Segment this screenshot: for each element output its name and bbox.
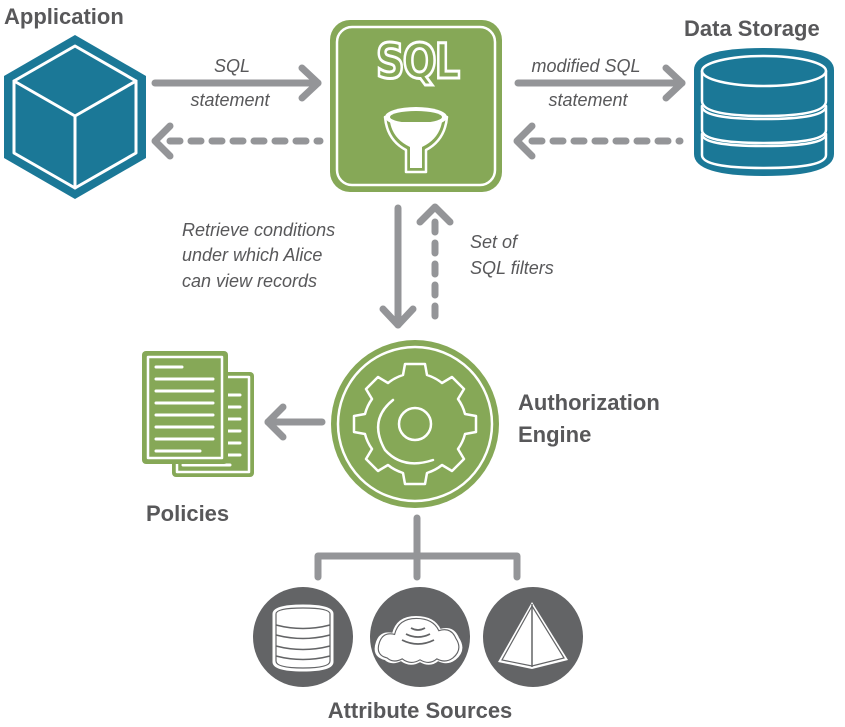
database-icon xyxy=(694,48,834,176)
edge-label-retrieve-1: Retrieve conditions xyxy=(182,220,335,240)
authorization-engine-title-1: Authorization xyxy=(518,390,660,415)
arrow-sql-filters xyxy=(416,203,454,329)
sql-icon-text: SQL xyxy=(376,35,459,90)
authorization-engine-title-2: Engine xyxy=(518,422,591,447)
arrow-sql-statement xyxy=(151,64,322,102)
edge-label-filters-2: SQL filters xyxy=(470,258,554,278)
arrow-result-back-to-app xyxy=(151,122,324,160)
edge-label-modified-sql: modified SQL xyxy=(531,56,640,76)
edge-label-filters-1: Set of xyxy=(470,232,519,252)
cube-icon xyxy=(4,35,146,199)
application-title: Application xyxy=(4,4,124,29)
policies-title: Policies xyxy=(146,501,229,526)
arrow-result-back-to-sql xyxy=(513,122,684,160)
arrow-to-policies xyxy=(264,403,326,441)
cloud-icon xyxy=(370,587,470,687)
edge-label-sql: SQL xyxy=(214,56,250,76)
edge-label-statement: statement xyxy=(190,90,270,110)
database-icon xyxy=(253,587,353,687)
arrow-modified-sql xyxy=(514,64,686,102)
edge-label-retrieve-2: under which Alice xyxy=(182,245,322,265)
pyramid-icon xyxy=(483,587,583,687)
documents-icon xyxy=(142,351,254,477)
gear-icon xyxy=(331,340,499,508)
edge-label-statement-2: statement xyxy=(548,90,628,110)
data-storage-title: Data Storage xyxy=(684,16,820,41)
arrow-retrieve-conditions xyxy=(379,204,417,329)
edge-label-retrieve-3: can view records xyxy=(182,271,317,291)
attribute-sources-title: Attribute Sources xyxy=(328,698,513,723)
sql-funnel-icon: SQL xyxy=(330,20,502,192)
connector-attribute-sources xyxy=(314,514,521,581)
